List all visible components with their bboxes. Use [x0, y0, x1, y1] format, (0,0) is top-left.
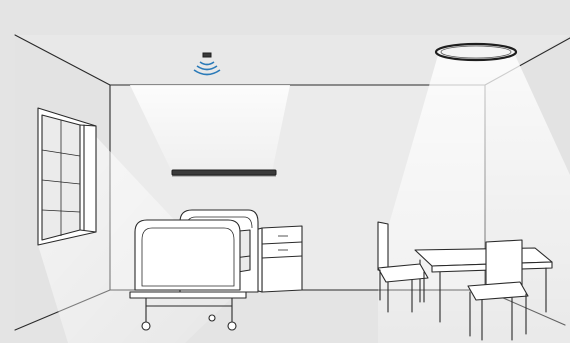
ceiling-ring-light-icon — [436, 44, 516, 60]
linear-pendant-light-icon — [172, 170, 276, 176]
bedside-cabinet — [255, 226, 302, 292]
window — [38, 108, 96, 245]
